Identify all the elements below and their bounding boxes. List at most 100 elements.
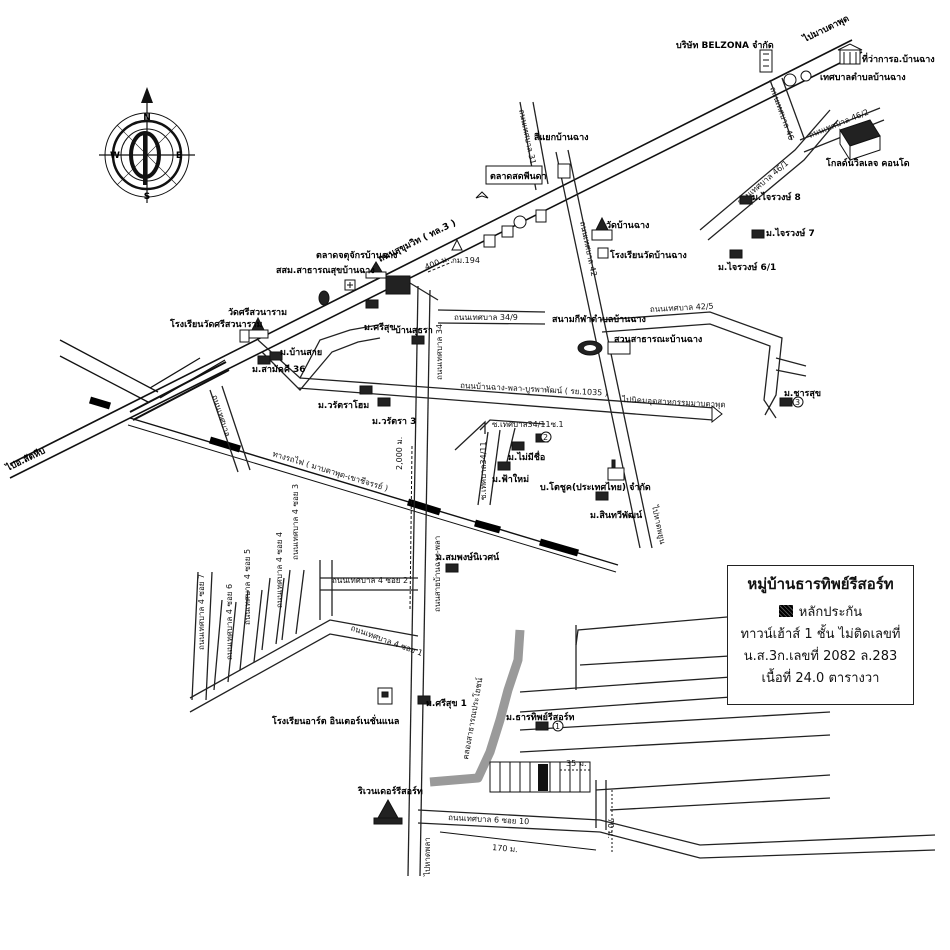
compass-e: E [176, 151, 182, 161]
school-icon [239, 329, 250, 343]
intersection-sign-icon [557, 163, 571, 179]
village-icon [497, 461, 511, 471]
compass-n: N [143, 113, 151, 123]
dist-2000: 2,000 ม. [395, 437, 404, 470]
village-icon [729, 249, 743, 259]
condo-icon [839, 119, 881, 162]
compass-s: S [144, 192, 150, 202]
place-sinthaviphat: ม.สินทวีพัฒน์ [590, 509, 643, 521]
village-icon [365, 299, 379, 309]
legend-collateral: หลักประกัน [728, 602, 913, 624]
place-samakkhi36: ม.สามัคคี 36 [252, 364, 306, 375]
legend-house-type: ทาวน์เฮ้าส์ 1 ชั้น ไม่ติดเลขที่ [740, 627, 901, 642]
place-school-wat-bangchang: โรงเรียนวัดบ้านฉาง [609, 249, 687, 261]
landmark-icon [451, 238, 463, 251]
place-thanthip: ม.ธารทิพย์รีสอร์ท [506, 711, 574, 723]
label-to-nikhom: ไปนิคมอุตสาหกรรมมาบตาพุด [621, 395, 726, 409]
overpass [59, 339, 230, 421]
place-joyville61: ม.ไจรวงษ์ 6/1 [718, 261, 776, 273]
label-soi-34-9: ถนนเทศบาล 34/9 [454, 313, 518, 322]
village-icon [417, 695, 431, 705]
place-sompong-niwet: ม.สมพงษ์นิเวศน์ [436, 551, 500, 563]
label-soi-4-3: ถนนเทศบาล 4 ซอย 3 [291, 484, 300, 560]
label-soi-46: ถนนเทศบาล 46 [768, 86, 796, 142]
marker-3 [792, 396, 804, 408]
gas-station-icon [535, 209, 547, 223]
fire-icon [318, 290, 330, 306]
legend-area: เนื้อที่ 24.0 ตารางวา [761, 671, 880, 686]
bank-icon [501, 225, 514, 238]
place-joyville8: ม.ไจรวงษ์ 8 [752, 191, 801, 203]
label-soi-6-10: ถนนเทศบาล 6 ซอย 10 [448, 813, 530, 826]
label-soi-4-5: ถนนเทศบาล 4 ซอย 5 [243, 549, 252, 625]
place-tosco: บ.โตชูค(ประเทศไทย) จำกัด [540, 481, 651, 493]
label-soi-4-4: ถนนเทศบาล 4 ซอย 4 [275, 532, 284, 608]
village-icon [445, 563, 459, 573]
village-icon [535, 721, 549, 731]
collateral-townhouses [489, 761, 591, 793]
village-icon [595, 491, 609, 501]
road-soi-4-network [189, 560, 419, 713]
place-market-chatuchak: ตลาดจตุจักรบ้านฉาง [316, 250, 397, 261]
marker-3-label: 3 [795, 398, 800, 407]
stadium-icon [577, 340, 603, 356]
railway-line [88, 396, 619, 573]
label-soi-4-6: ถนนเทศบาล 4 ซอย 6 [225, 584, 234, 660]
place-school-wat-srisawang: โรงเรียนวัดศรีสวนาราม [169, 318, 262, 330]
store-icon [483, 234, 496, 248]
dist-35: 35 ม. [566, 759, 587, 768]
shop-icon [513, 215, 527, 229]
collateral-unit [538, 764, 548, 791]
label-soi-34-11: ซ.เทศบาล34/11ซ.1 [492, 420, 564, 429]
place-district-office: ที่ว่าการอ.บ้านฉาง [862, 52, 935, 65]
place-stadium-1: สนามกีฬาตำบลบ้านฉาง [552, 314, 646, 325]
bird-icon [475, 191, 489, 199]
place-ban-sutha: บ้านสุธรา [395, 325, 433, 336]
village-icon [359, 385, 373, 395]
shop-block-icon [385, 275, 411, 295]
marker-1-label: 1 [555, 722, 560, 731]
place-public-park: สวนสาธารณะบ้านฉาง [614, 334, 702, 345]
legend-box: หมู่บ้านธารทิพย์รีสอร์ท หลักประกัน ทาวน์… [727, 565, 914, 705]
dist-400: 400 ม. [423, 254, 450, 272]
dist-170: 170 ม. [492, 843, 518, 854]
road-soi-34-11 [454, 419, 546, 506]
label-soi-4-2: ถนนเทศบาล 4 ซอย 2 [332, 576, 408, 585]
village-icon [779, 397, 793, 407]
place-charusuk: ม.ชารสุข [784, 389, 821, 399]
label-to-phla-right: ไปหาดพยูน [649, 504, 667, 546]
dist-70: 70 ม. [606, 818, 615, 839]
label-soi-34-11b: ซ.เทศบาล34/11 [479, 441, 488, 500]
legend-title: หมู่บ้านธารทิพย์รีสอร์ท [747, 575, 894, 593]
label-bangchang-phla-burapha: ถนนบ้านฉาง-พลา-บูรพาพัฒน์ ( รย.1035 ) [460, 380, 608, 399]
market-sign [485, 165, 543, 185]
place-joyville7: ม.ไจรวงษ์ 7 [766, 227, 815, 239]
factory-icon [607, 459, 625, 481]
compass-w: W [110, 151, 120, 161]
canal [429, 629, 525, 787]
government-office-icon [837, 43, 863, 65]
place-bansai: ม.บ้านสาย [280, 347, 322, 358]
resort-icon [373, 798, 403, 825]
place-market-ekamai: ตลาดสดพีนดา [490, 171, 547, 182]
village-icon [739, 195, 753, 205]
place-wat-srisawang: วัดศรีสวนาราม [228, 307, 287, 318]
marker-2 [540, 431, 552, 443]
place-school-inter: โรงเรียนอาร์ต อินเตอร์เนชั่นแนล [271, 714, 399, 727]
place-health-center: สสม.สาธารณสุขบ้านฉาง [276, 265, 375, 276]
village-icon [377, 397, 391, 407]
place-municipality: เทศบาลตำบลบ้านฉาง [820, 72, 906, 83]
label-canal: คลองสาธารณประโยชน์ [460, 676, 484, 760]
marker-2-label: 2 [543, 433, 548, 442]
label-to-phla-bottom: ไปหาดพลา [423, 837, 432, 877]
label-soi-34: ถนนเทศบาล 34 [435, 324, 444, 380]
compass-rose: N S E W [99, 87, 195, 203]
hospital-icon [344, 279, 356, 291]
school-icon [597, 247, 609, 259]
temple-small-icon [365, 261, 387, 279]
road-soi-6-10 [417, 780, 936, 859]
municipality-icon [783, 70, 812, 87]
village-icon [511, 441, 525, 451]
road-sukhumvit [9, 39, 863, 479]
